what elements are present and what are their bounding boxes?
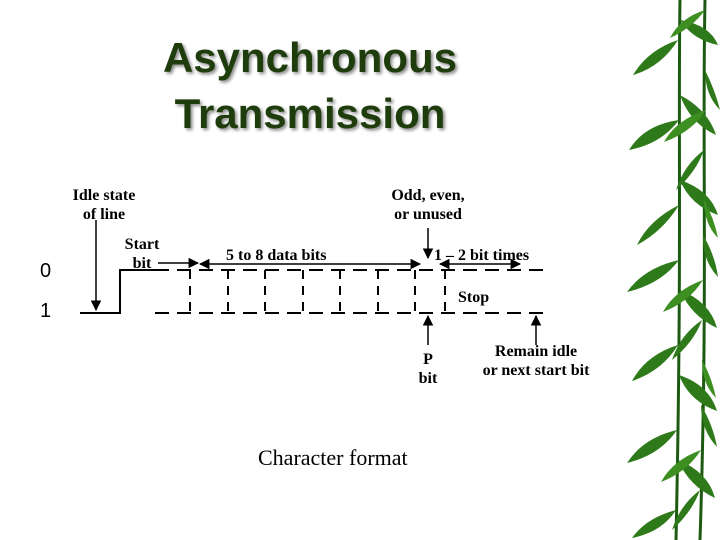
- label-idle-state: Idle state of line: [72, 187, 136, 223]
- title-line-2: Transmission: [174, 90, 446, 137]
- label-p-bit: P bit: [418, 351, 438, 387]
- label-remain-idle: Remain idle or next start bit: [482, 343, 590, 379]
- label-parity-type: Odd, even, or unused: [391, 187, 465, 223]
- label-stop-times: 1 – 2 bit times: [434, 247, 530, 264]
- label-start-bit: Start bit: [124, 236, 160, 272]
- bamboo-decoration: [627, 0, 720, 540]
- signal-idle-line: [80, 269, 155, 314]
- title-line-1: Asynchronous: [162, 34, 458, 81]
- label-data-bits: 5 to 8 data bits: [226, 247, 327, 264]
- bit-boundaries: [189, 270, 446, 313]
- slide-title: Asynchronous Transmission: [100, 30, 520, 142]
- caption-character-format: Character format: [258, 445, 408, 470]
- level-1-label: 1: [40, 300, 52, 322]
- level-0-label: 0: [40, 260, 52, 282]
- label-stop: Stop: [458, 289, 490, 306]
